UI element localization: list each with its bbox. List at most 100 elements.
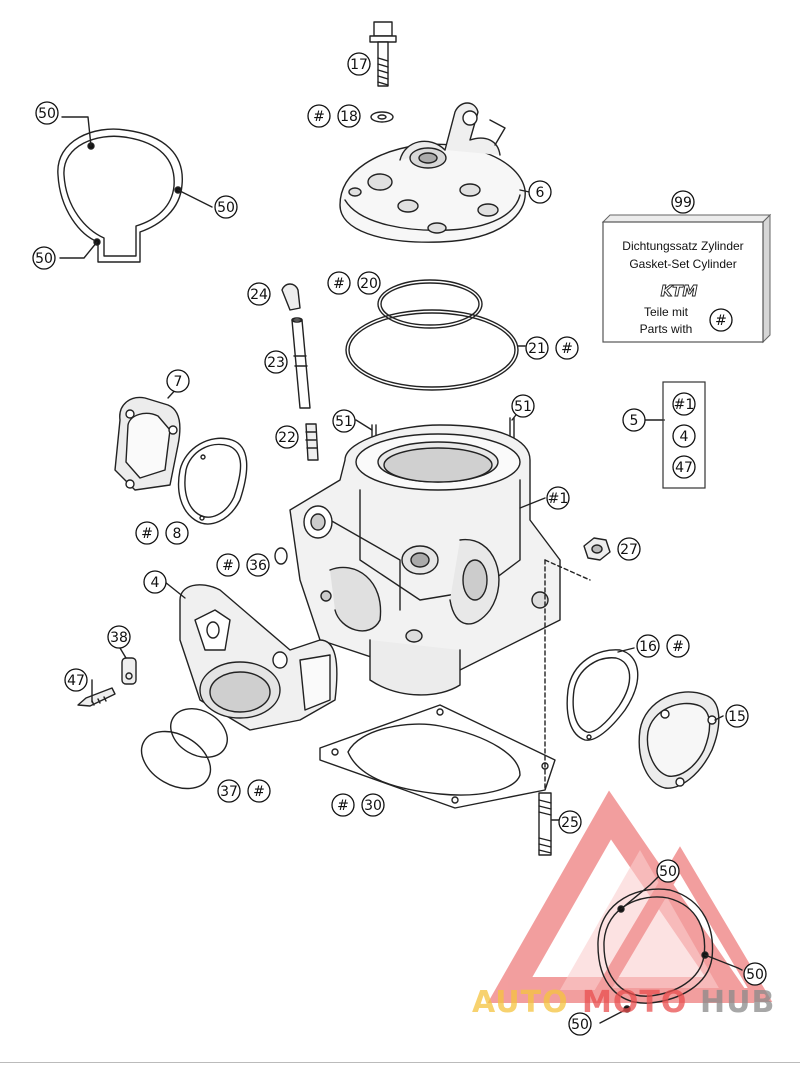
ktm-logo: KTM bbox=[661, 282, 698, 300]
svg-text:#: # bbox=[222, 558, 234, 574]
svg-text:50: 50 bbox=[38, 106, 56, 122]
gasket-16 bbox=[566, 649, 639, 741]
callout-27: 27 bbox=[617, 537, 641, 561]
svg-text:#1: #1 bbox=[548, 491, 569, 507]
callout-47: 47 bbox=[64, 668, 88, 692]
svg-text:4: 4 bbox=[151, 575, 160, 591]
o-ring-37b bbox=[140, 730, 212, 790]
svg-text:36: 36 bbox=[249, 558, 267, 574]
svg-text:50: 50 bbox=[746, 967, 764, 983]
o-ring-20 bbox=[377, 279, 483, 329]
callout-51a: 51 bbox=[332, 409, 356, 433]
callout-17: 17 bbox=[347, 52, 371, 76]
group-item-2: 4 bbox=[672, 424, 696, 448]
hash-marker bbox=[247, 779, 271, 803]
callout-1: #1 bbox=[546, 486, 570, 510]
svg-text:51: 51 bbox=[514, 399, 532, 415]
o-ring-37a bbox=[170, 708, 228, 758]
svg-text:18: 18 bbox=[340, 109, 358, 125]
svg-text:99: 99 bbox=[674, 195, 692, 211]
callout-23: 23 bbox=[264, 350, 288, 374]
svg-text:#: # bbox=[561, 341, 573, 357]
svg-text:6: 6 bbox=[536, 185, 545, 201]
cover-7 bbox=[114, 396, 181, 491]
svg-text:50: 50 bbox=[571, 1017, 589, 1033]
screw-47 bbox=[77, 687, 116, 707]
svg-text:30: 30 bbox=[364, 798, 382, 814]
watermark-word-moto: MOTO bbox=[582, 985, 687, 1020]
kit-line-2: Gasket-Set Cylinder bbox=[629, 257, 736, 271]
hose-23 bbox=[291, 317, 311, 409]
hash-marker bbox=[666, 634, 690, 658]
hash-marker bbox=[555, 336, 579, 360]
svg-text:20: 20 bbox=[360, 276, 378, 292]
callout-30: 30 # bbox=[331, 793, 385, 817]
callout-50f: 50 bbox=[568, 1012, 592, 1036]
callout-8: 8# bbox=[135, 521, 189, 545]
svg-text:38: 38 bbox=[110, 630, 128, 646]
svg-text:51: 51 bbox=[335, 414, 353, 430]
svg-text:50: 50 bbox=[217, 200, 235, 216]
callout-50c: 50 bbox=[32, 246, 56, 270]
svg-text:50: 50 bbox=[35, 251, 53, 267]
callout-24: 24 bbox=[247, 282, 271, 306]
page-bottom-rule bbox=[0, 1062, 800, 1063]
cylinder bbox=[289, 424, 561, 696]
o-ring-21 bbox=[345, 309, 519, 391]
group-item-3: 47 bbox=[672, 455, 696, 479]
nipple-22 bbox=[305, 423, 319, 461]
callout-6: 6 bbox=[528, 180, 552, 204]
callout-18: 18# bbox=[307, 104, 361, 128]
callout-5: 599 bbox=[622, 190, 695, 432]
callout-21: 21# bbox=[525, 336, 579, 360]
callout-50e: 50 bbox=[743, 962, 767, 986]
hash-marker bbox=[135, 521, 159, 545]
fitting-24 bbox=[281, 283, 301, 311]
callout-25: 25 bbox=[558, 810, 582, 834]
callout-4: 4 bbox=[143, 570, 167, 594]
bolt-17 bbox=[369, 21, 397, 87]
watermark-word-auto: AUTO bbox=[472, 985, 569, 1020]
svg-text:8: 8 bbox=[173, 526, 182, 542]
svg-text:23: 23 bbox=[267, 355, 285, 371]
callout-50d: 50 bbox=[656, 859, 680, 883]
svg-text:#: # bbox=[672, 639, 684, 655]
callout-22: 22 bbox=[275, 425, 299, 449]
o-ring-36 bbox=[274, 547, 288, 565]
base-gasket bbox=[319, 704, 556, 809]
callout-37: 37# bbox=[217, 779, 271, 803]
group-box-5: #1 4 47 bbox=[648, 381, 706, 489]
stud-25 bbox=[538, 792, 552, 856]
kit-line-3: Teile mit bbox=[644, 305, 689, 319]
svg-text:47: 47 bbox=[67, 673, 85, 689]
callout-99 bbox=[671, 190, 695, 214]
callout-7: 7 bbox=[166, 369, 190, 393]
hash-marker bbox=[331, 793, 355, 817]
svg-text:16: 16 bbox=[639, 639, 657, 655]
svg-text:#1: #1 bbox=[674, 397, 695, 413]
callout-38: 38 bbox=[107, 625, 131, 649]
svg-text:17: 17 bbox=[350, 57, 368, 73]
cover-15 bbox=[638, 691, 720, 789]
svg-text:25: 25 bbox=[561, 815, 579, 831]
callout-50b: 50 bbox=[214, 195, 238, 219]
watermark-word-hub: HUB bbox=[700, 985, 775, 1020]
cover-gasket-left bbox=[57, 116, 213, 263]
intake-flange bbox=[179, 584, 338, 731]
watermark-text: AUTO MOTO HUB bbox=[472, 985, 775, 1020]
cover-gasket-right bbox=[597, 871, 743, 1024]
gasket-kit-box: Dichtungssatz Zylinder Gasket-Set Cylind… bbox=[601, 213, 772, 344]
svg-text:#: # bbox=[253, 784, 265, 800]
cylinder-head bbox=[339, 102, 526, 243]
callout-51b: 51 bbox=[511, 394, 535, 418]
hash-marker bbox=[216, 553, 240, 577]
kit-line-4: Parts with bbox=[640, 322, 693, 336]
svg-text:#: # bbox=[337, 798, 349, 814]
svg-text:27: 27 bbox=[620, 542, 638, 558]
hash-marker bbox=[307, 104, 331, 128]
svg-text:47: 47 bbox=[675, 460, 693, 476]
svg-text:#: # bbox=[141, 526, 153, 542]
callout-20: 20# bbox=[327, 271, 381, 295]
svg-text:15: 15 bbox=[728, 709, 746, 725]
